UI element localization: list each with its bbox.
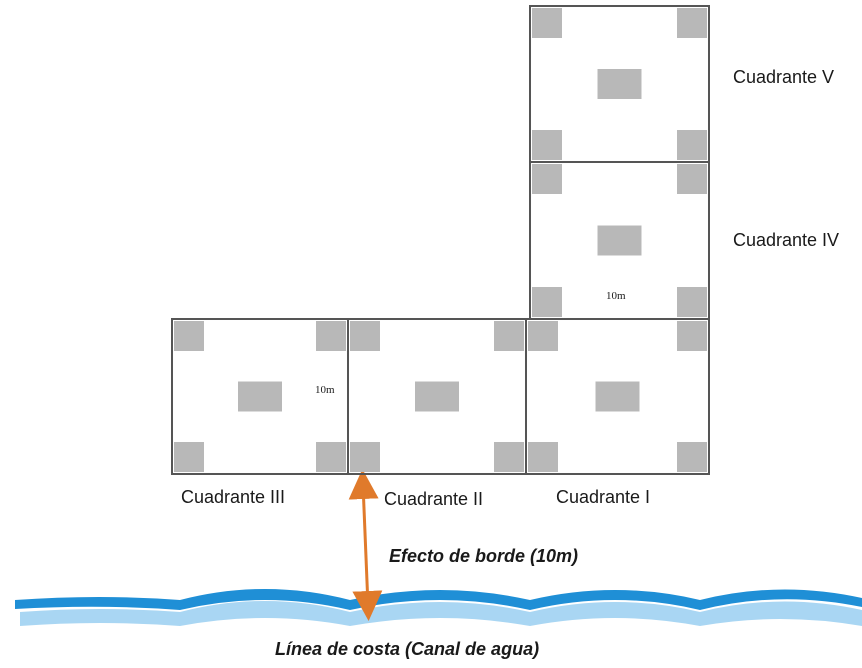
subplot-i-corner-bl xyxy=(528,442,558,472)
subplot-v-corner-tr xyxy=(677,8,707,38)
subplot-iv-center xyxy=(597,225,642,256)
subplot-ii-center xyxy=(415,381,459,412)
subplot-i-center xyxy=(595,381,640,412)
edge-effect-arrow xyxy=(348,469,383,621)
subplot-v-corner-tl xyxy=(532,8,562,38)
quadrants-group xyxy=(171,5,710,475)
dimension-label-quadrant-iii: 10m xyxy=(315,384,335,396)
quadrant-label-i: Cuadrante I xyxy=(556,487,651,507)
subplot-ii-corner-br xyxy=(494,442,524,472)
subplot-i-corner-tl xyxy=(528,321,558,351)
water-wave-dark xyxy=(15,589,862,610)
subplot-iii-center xyxy=(238,381,282,412)
quadrant-label-ii: Cuadrante II xyxy=(384,489,484,509)
subplot-iv-corner-br xyxy=(677,287,707,317)
quadrant-label-iii: Cuadrante III xyxy=(181,487,286,507)
shoreline-label: Línea de costa (Canal de agua) xyxy=(275,639,540,659)
quadrant-label-v: Cuadrante V xyxy=(733,67,835,87)
subplot-v-corner-bl xyxy=(532,130,562,160)
subplot-iv-corner-tr xyxy=(677,164,707,194)
subplot-ii-corner-bl xyxy=(350,442,380,472)
edge-effect-label: Efecto de borde (10m) xyxy=(389,546,579,566)
quadrant-label-iv: Cuadrante IV xyxy=(733,230,840,250)
subplot-iii-corner-tr xyxy=(316,321,346,351)
dimension-label-quadrant-iv: 10m xyxy=(606,290,626,302)
subplot-iii-corner-tl xyxy=(174,321,204,351)
subplot-i-corner-tr xyxy=(677,321,707,351)
subplot-v-center xyxy=(597,69,642,99)
subplot-iii-corner-br xyxy=(316,442,346,472)
water-wave-light xyxy=(20,601,862,626)
subplot-ii-corner-tr xyxy=(494,321,524,351)
subplot-iv-corner-bl xyxy=(532,287,562,317)
subplot-v-corner-br xyxy=(677,130,707,160)
subplot-i-corner-br xyxy=(677,442,707,472)
subplot-iv-corner-tl xyxy=(532,164,562,194)
quadrant-frame-iii xyxy=(171,318,349,475)
subplot-ii-corner-tl xyxy=(350,321,380,351)
subplot-iii-corner-bl xyxy=(174,442,204,472)
shoreline-water xyxy=(15,589,862,626)
